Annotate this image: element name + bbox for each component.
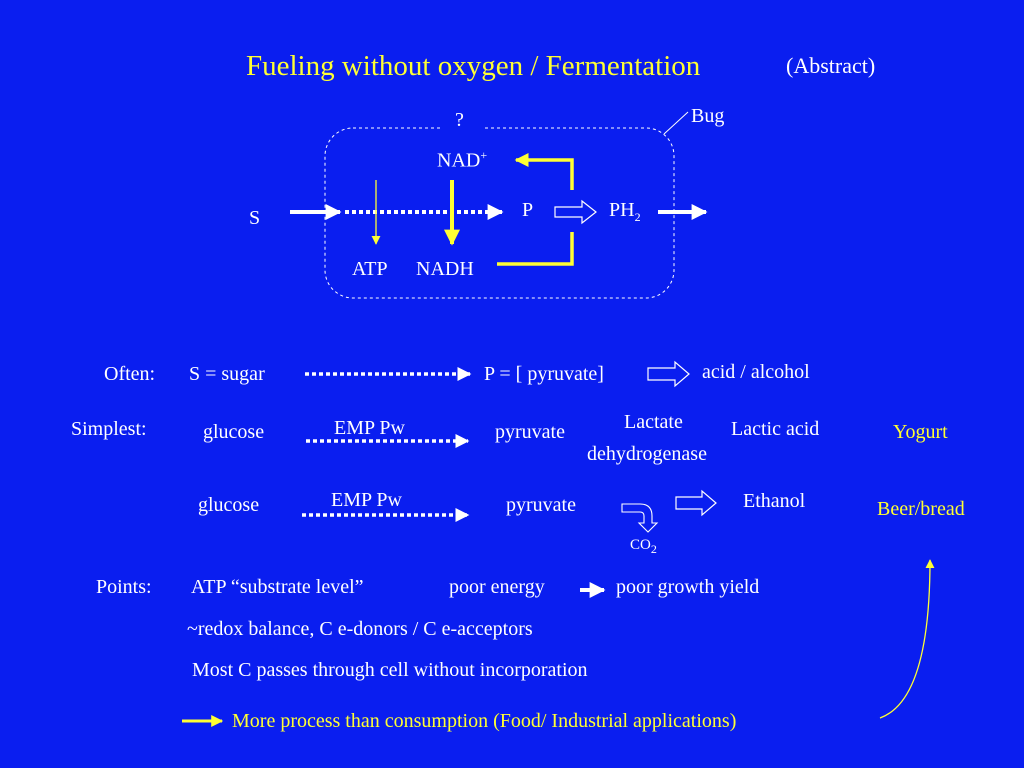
- point-redox: ~redox balance, C e-donors / C e-accepto…: [187, 618, 533, 640]
- p-to-ph2-hollow-arrow: [554, 199, 597, 225]
- ph2-label: PH2: [609, 199, 641, 224]
- atp-label: ATP: [352, 258, 388, 280]
- p-label: P: [522, 199, 534, 221]
- simplest-pathway: EMP Pw: [334, 417, 405, 439]
- point-atp: ATP “substrate level”: [191, 576, 364, 598]
- ethanol-application: Beer/bread: [877, 498, 965, 520]
- ethanol-result: Ethanol: [743, 490, 806, 512]
- simplest-product: pyruvate: [495, 421, 565, 443]
- bug-pointer-line: [663, 111, 689, 135]
- co2-bent-arrow: [621, 503, 659, 533]
- often-result: acid / alcohol: [702, 361, 810, 383]
- s-label: S: [249, 207, 261, 229]
- nad-recycle-loop: [497, 232, 574, 266]
- simplest-result: Lactic acid: [731, 418, 820, 440]
- nadh-label: NADH: [416, 258, 474, 280]
- ethanol-substrate: glucose: [198, 494, 260, 516]
- slide-title: Fueling without oxygen / Fermentation: [246, 50, 701, 82]
- curve-to-applications: [879, 559, 935, 719]
- point-poor-growth: poor growth yield: [616, 576, 760, 598]
- nad-plus-label: NAD+: [437, 148, 488, 172]
- often-hollow-arrow: [647, 360, 690, 388]
- ethanol-pathway: EMP Pw: [331, 489, 402, 511]
- bug-label: Bug: [691, 105, 725, 127]
- points-label: Points:: [96, 576, 152, 598]
- question-mark: ?: [455, 109, 464, 131]
- simplest-label: Simplest:: [71, 418, 147, 440]
- often-substrate: S = sugar: [189, 363, 265, 385]
- point-poor-energy: poor energy: [449, 576, 545, 598]
- co2-label: CO2: [630, 537, 657, 556]
- ethanol-hollow-arrow: [675, 489, 717, 517]
- simplest-substrate: glucose: [203, 421, 265, 443]
- enzyme-line2: dehydrogenase: [587, 443, 707, 465]
- ethanol-product: pyruvate: [506, 494, 576, 516]
- simplest-application: Yogurt: [893, 421, 948, 443]
- often-product: P = [ pyruvate]: [484, 363, 604, 385]
- enzyme-line1: Lactate: [624, 411, 683, 433]
- conclusion-text: More process than consumption (Food/ Ind…: [232, 710, 737, 732]
- slide-title-tag: (Abstract): [786, 53, 876, 78]
- often-label: Often:: [104, 363, 156, 385]
- point-carbon-passes: Most C passes through cell without incor…: [192, 659, 588, 681]
